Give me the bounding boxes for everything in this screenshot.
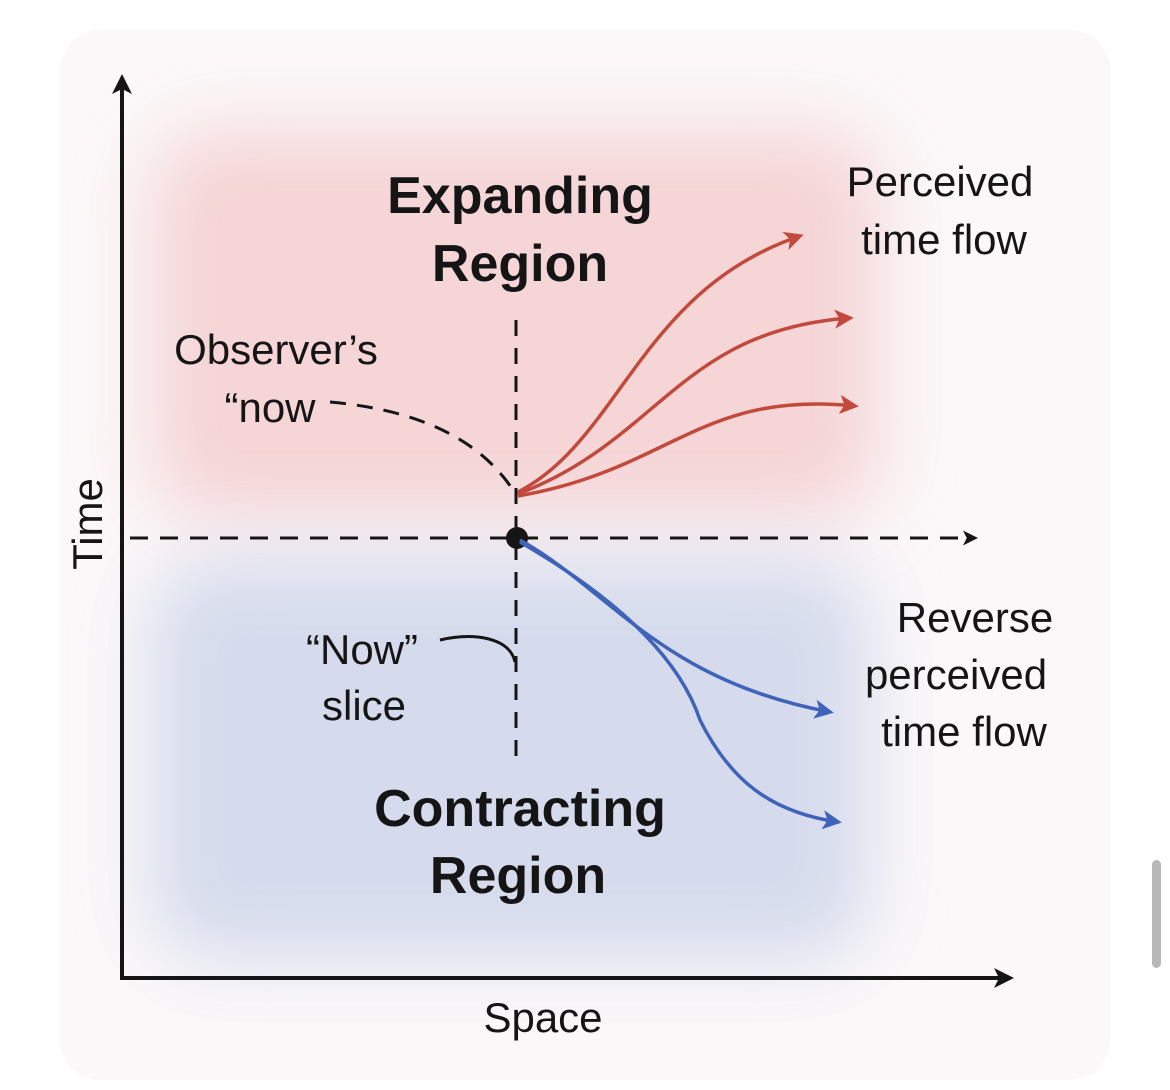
expanding-region-title-line2: Region [432, 235, 608, 293]
perceived-flow-arrow-1 [517, 231, 804, 494]
perceived-flow-label-line1: Perceived [847, 158, 1034, 205]
reverse-flow-arrows [519, 538, 842, 830]
observer-now-label-line2: “now [224, 384, 316, 431]
reverse-flow-arrow-2 [519, 540, 842, 830]
scrollbar-thumb[interactable] [1152, 860, 1161, 968]
reverse-flow-label-line1: Reverse [897, 594, 1053, 641]
expanding-region-title-line1: Expanding [387, 167, 653, 225]
reverse-flow-label-line2: perceived [865, 651, 1047, 698]
y-axis-label: Time [64, 478, 111, 570]
perceived-flow-label-line2: time flow [861, 216, 1027, 263]
now-slice-label-line1: “Now” [306, 626, 418, 673]
contracting-region-title-line1: Contracting [374, 780, 666, 838]
perceived-flow-arrow-2 [517, 309, 854, 496]
labels: Expanding Region Contracting Region Perc… [64, 158, 1053, 1041]
observer-now-curve [329, 400, 515, 491]
contracting-region-title-line2: Region [430, 847, 606, 905]
x-axis-label: Space [483, 994, 602, 1041]
now-slice-pointer [439, 635, 517, 663]
now-slice-label-line2: slice [322, 682, 406, 729]
axes [112, 74, 1014, 988]
perceived-flow-arrows [517, 231, 859, 498]
perceived-flow-arrow-3 [517, 394, 859, 498]
observer-now-label-line1: Observer’s [174, 326, 378, 373]
reverse-flow-label-line3: time flow [881, 708, 1047, 755]
